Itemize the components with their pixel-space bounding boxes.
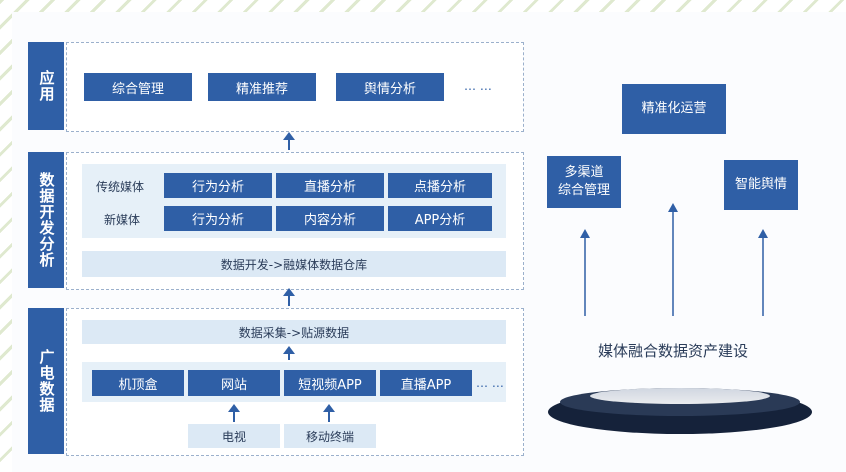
multichannel-management-box: 多渠道 综合管理	[547, 156, 621, 208]
source-live-app: 直播APP	[380, 370, 472, 396]
up-arrow-icon	[580, 229, 590, 316]
up-arrow-icon	[283, 346, 295, 360]
newmedia-item-content: 内容分析	[276, 206, 384, 231]
collection-bar: 数据采集->贴源数据	[82, 320, 506, 344]
precision-operation-box: 精准化运营	[622, 84, 726, 134]
up-arrow-icon	[283, 288, 295, 306]
app-item-comprehensive-management: 综合管理	[84, 73, 192, 101]
app-ellipsis: … …	[464, 79, 492, 93]
broadcast-ellipsis: … …	[476, 376, 504, 390]
warehouse-bar: 数据开发->融媒体数据仓库	[82, 251, 506, 277]
app-item-precision-recommend: 精准推荐	[208, 73, 316, 101]
newmedia-item-app: APP分析	[388, 206, 492, 231]
smart-opinion-box: 智能舆情	[724, 160, 798, 210]
up-arrow-icon	[758, 229, 768, 316]
source-set-top-box: 机顶盒	[92, 370, 184, 396]
up-arrow-icon	[668, 203, 678, 316]
up-arrow-icon	[323, 404, 335, 422]
traditional-item-vod: 点播分析	[388, 173, 492, 198]
up-arrow-icon	[283, 132, 295, 150]
terminal-mobile: 移动终端	[284, 424, 376, 448]
layer-label-broadcast: 广电数据	[28, 308, 64, 454]
up-arrow-icon	[228, 404, 240, 422]
row-label-traditional-media: 传统媒体	[96, 179, 145, 194]
source-short-video-app: 短视频APP	[284, 370, 376, 396]
platform-disc-icon	[548, 388, 812, 434]
layer-label-application: 应用	[28, 42, 64, 130]
traditional-item-live: 直播分析	[276, 173, 384, 198]
source-website: 网站	[188, 370, 280, 396]
newmedia-item-behavior: 行为分析	[164, 206, 272, 231]
app-item-opinion-analysis: 舆情分析	[336, 73, 444, 101]
traditional-item-behavior: 行为分析	[164, 173, 272, 198]
terminal-tv: 电视	[188, 424, 280, 448]
asset-construction-title: 媒体融合数据资产建设	[598, 342, 749, 360]
row-label-new-media: 新媒体	[104, 212, 141, 227]
layer-label-analysis: 数据开发分析	[28, 152, 64, 288]
